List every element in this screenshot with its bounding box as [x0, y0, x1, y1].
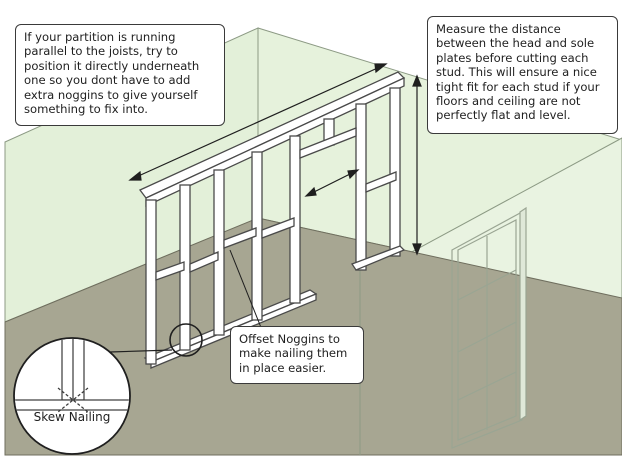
detail-marker: [169, 323, 203, 357]
noggin: [299, 127, 357, 159]
noggins-callout-text: Offset Noggins to make nailing them in p…: [239, 332, 348, 375]
noggin-leader: [229, 249, 263, 331]
stud: [145, 199, 157, 365]
noggin: [189, 251, 219, 273]
noggin: [223, 227, 257, 249]
stud: [213, 169, 225, 336]
noggin: [365, 171, 397, 193]
stud-frame: [138, 71, 406, 369]
noggin: [261, 217, 295, 239]
skew-nailing-label: Skew Nailing: [33, 410, 111, 424]
partition-callout: If your partition is running parallel to…: [15, 24, 225, 126]
noggins-callout: Offset Noggins to make nailing them in p…: [230, 326, 364, 384]
partition-callout-text: If your partition is running parallel to…: [24, 30, 200, 117]
measure-callout-text: Measure the distance between the head an…: [436, 22, 600, 123]
dimension-arrows: [128, 63, 422, 256]
inset-leader: [109, 349, 173, 353]
skew-nailing-inset: [13, 337, 131, 455]
measure-callout: Measure the distance between the head an…: [427, 16, 618, 134]
noggin: [155, 261, 185, 281]
stud: [355, 103, 367, 271]
door: [451, 206, 527, 449]
